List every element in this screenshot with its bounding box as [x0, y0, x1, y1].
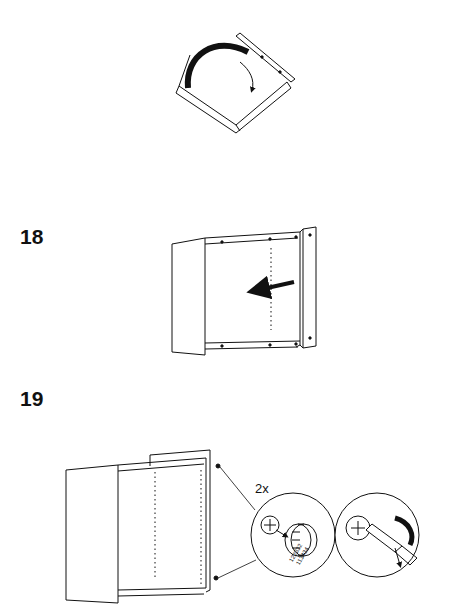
- step-number: 18: [20, 226, 43, 247]
- cam-lock-callout: [251, 493, 335, 577]
- flip-frame: [176, 33, 295, 133]
- cabinet-step-18: [172, 227, 316, 355]
- quantity-label: 2x: [255, 482, 269, 495]
- screwdriver-callout: [335, 493, 419, 577]
- cabinet-step-19: [66, 450, 256, 603]
- step-number: 19: [20, 388, 43, 409]
